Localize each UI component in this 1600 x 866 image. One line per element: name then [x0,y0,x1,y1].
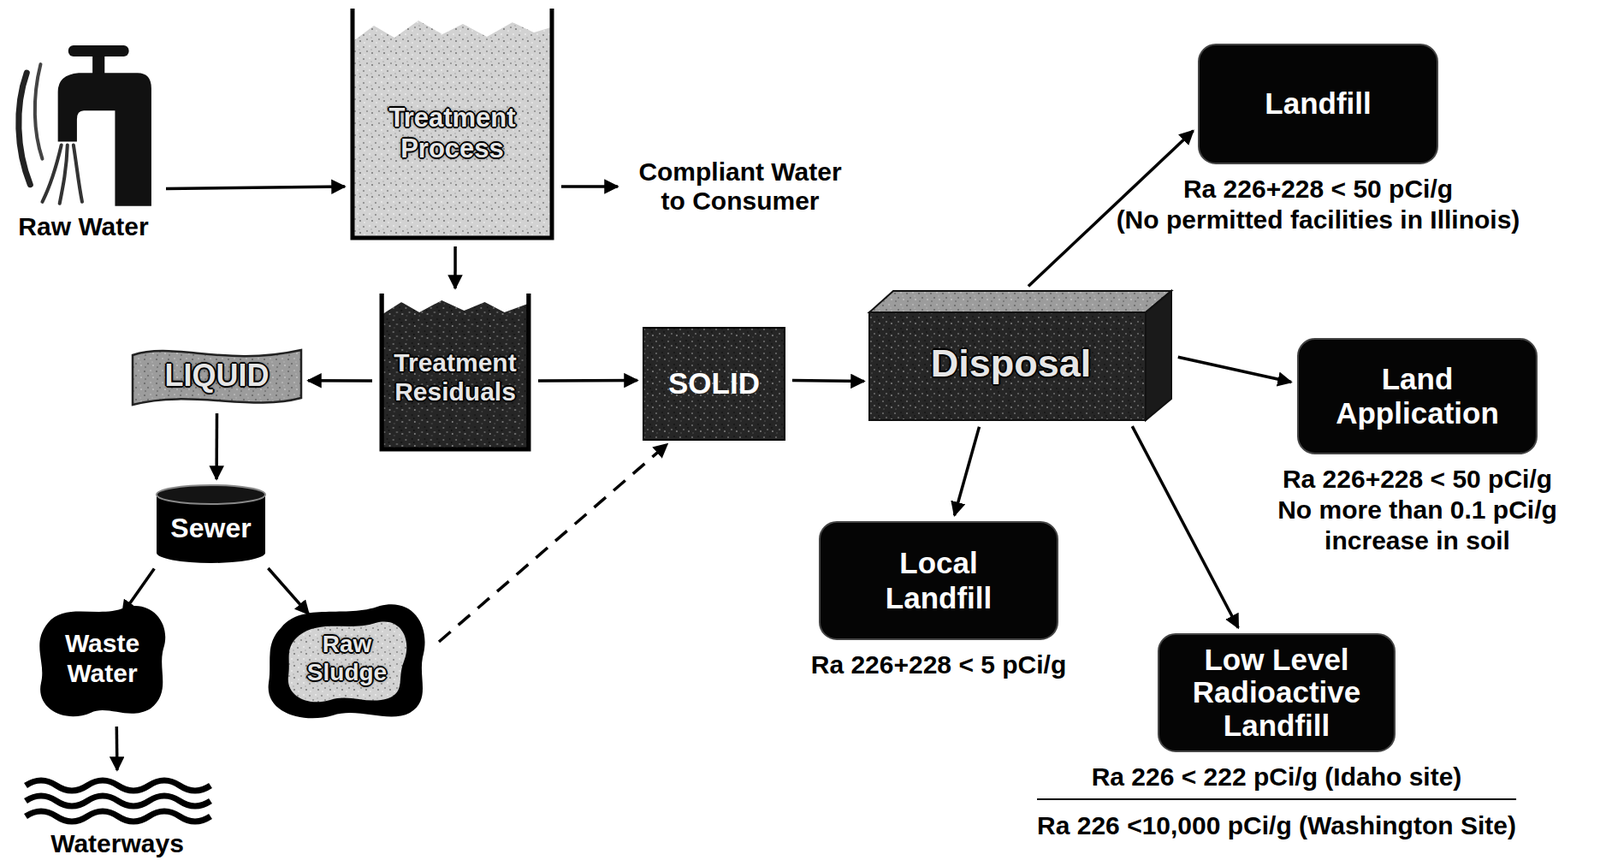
node-label: Treatment Process [367,102,539,164]
limit-note: Ra 226+228 < 50 pCi/g [1259,463,1577,495]
node-label: Waste Water [51,628,155,688]
limit-notes: Ra 226+228 < 5 pCi/g [811,649,1067,681]
limit-note: Ra 226+228 < 50 pCi/g [1116,173,1521,205]
node-label: Disposal [930,341,1092,386]
disposal-option-box: Local LandfillRa 226+228 < 5 pCi/g [817,520,1060,641]
node-label: Land Application [1319,361,1517,432]
limit-note: Ra 226+228 < 5 pCi/g [811,649,1067,681]
flow-arrow [115,726,119,771]
flow-arrow [1178,356,1292,382]
node-label: Raw Sludge [296,630,399,686]
flow-arrow [267,568,309,615]
flow-arrow [165,186,345,190]
output-label: Compliant Water to Consumer [622,148,858,226]
flow-arrow [538,379,638,383]
flow-arrow [453,246,457,289]
node-label: Compliant Water to Consumer [633,157,848,217]
node-label: LIQUID [165,357,270,393]
disposal-option-box: LandfillRa 226+228 < 50 pCi/g(No permitt… [1197,42,1440,166]
node-label: SOLID [668,366,760,401]
node-label: Raw Water [17,212,149,243]
disposal-option-box: Low Level Radioactive LandfillRa 226 < 2… [1156,632,1397,753]
node-label: Treatment Residuals [386,348,524,408]
limit-notes: Ra 226+228 < 50 pCi/g(No permitted facil… [1116,173,1521,236]
disposal-box: Disposal [869,290,1172,421]
limit-notes: Ra 226 < 222 pCi/g (Idaho site) Ra 226 <1… [1037,761,1517,842]
limit-note: Ra 226 < 222 pCi/g (Idaho site) [1037,761,1517,800]
dashed-arrow [438,444,668,642]
flow-arrow [792,380,865,382]
limit-notes: Ra 226+228 < 50 pCi/gNo more than 0.1 pC… [1259,463,1577,557]
flow-arrow [1131,426,1239,629]
residuals-tank: Treatment Residuals [379,293,532,451]
waterways-symbol: Waterways [20,775,214,862]
limit-note: No more than 0.1 pCi/g increase in soil [1259,494,1577,557]
waste-water-blob: Waste Water [30,597,174,720]
limit-note: Ra 226 <10,000 pCi/g (Washington Site) [1037,810,1517,842]
sewer-cylinder: Sewer [154,484,267,563]
flow-arrow [308,379,373,383]
flow-arrow [561,184,618,189]
node-label: Local Landfill [853,545,1025,616]
node-label: Landfill [1264,86,1371,121]
sludge-blob: Raw Sludge [260,597,434,720]
limit-note: (No permitted facilities in Illinois) [1116,204,1521,236]
flow-arrow [214,413,219,480]
flow-arrow [954,426,980,516]
disposal-option-box: Land ApplicationRa 226+228 < 50 pCi/gNo … [1296,337,1539,456]
node-label: Low Level Radioactive Landfill [1178,643,1375,743]
node-label: Waterways [50,829,184,860]
solid-box: SOLID [642,326,786,441]
treatment-tank: Treatment Process [349,8,555,240]
faucet-source: Raw Water [7,38,160,247]
node-label: Sewer [170,512,251,545]
liquid-banner: LIQUID [130,344,303,407]
